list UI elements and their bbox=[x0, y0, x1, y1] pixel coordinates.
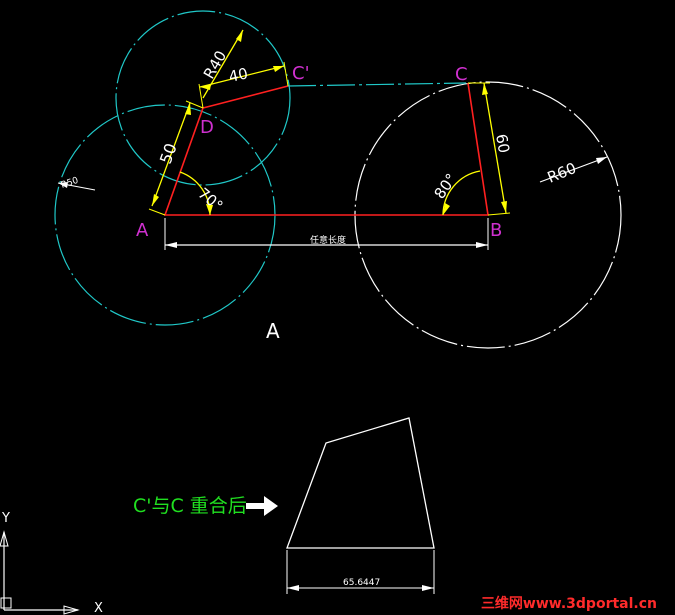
dim-arrow-60-bottom bbox=[501, 201, 507, 213]
red-outline-a-b-c bbox=[163, 82, 489, 216]
point-label-c-prime: C' bbox=[292, 63, 310, 84]
angle-arrow-70 bbox=[206, 204, 213, 215]
point-label-b: B bbox=[490, 220, 502, 241]
angle-arrow-80 bbox=[443, 203, 450, 215]
dim-ext-50-a bbox=[148, 208, 166, 216]
dim-line-60 bbox=[483, 82, 507, 214]
dim-ext-50-d bbox=[185, 100, 204, 109]
dim-label-40: 40 bbox=[227, 64, 249, 86]
point-label-a: A bbox=[136, 220, 149, 241]
dim-arrow-r50 bbox=[58, 182, 68, 188]
dim-ext-40-cprime bbox=[283, 61, 289, 87]
dim-arrow-60-top bbox=[482, 83, 488, 95]
cprime-c-alignment-line bbox=[287, 82, 467, 87]
dim-label-arbitrary-length: 任意长度 bbox=[310, 234, 346, 246]
ucs-y-arrow-icon bbox=[0, 530, 9, 547]
ucs-y-label: Y bbox=[1, 511, 10, 526]
ucs-x-label: X bbox=[94, 601, 103, 615]
point-label-c: C bbox=[455, 64, 468, 85]
result-shape bbox=[286, 417, 435, 549]
dim-line-r60 bbox=[539, 156, 608, 183]
dim-arrow-ab-left bbox=[165, 242, 177, 248]
dim-arrow-r60 bbox=[596, 157, 607, 164]
dim-label-70: 70° bbox=[194, 184, 226, 215]
dim-line-50 bbox=[151, 102, 191, 207]
dim-label-r40: R40 bbox=[200, 47, 230, 82]
dim-label-r60: R60 bbox=[545, 159, 579, 187]
circle-r40-at-d bbox=[115, 10, 291, 186]
dim-label-50: 50 bbox=[156, 141, 181, 167]
result-dim-arrow-left bbox=[287, 585, 299, 591]
dim-arrow-ab-right bbox=[476, 242, 488, 248]
ucs-x-arrow-icon bbox=[63, 605, 80, 615]
dim-label-80: 80° bbox=[431, 170, 461, 202]
point-label-d: D bbox=[200, 117, 214, 138]
dim-ext-40-d bbox=[198, 83, 204, 109]
dim-arrow-r40 bbox=[236, 30, 243, 42]
angle-arc-80 bbox=[442, 170, 481, 216]
dim-label-60: 60 bbox=[492, 133, 513, 155]
dim-arrow-50-top bbox=[185, 103, 191, 115]
dim-ext-60-b bbox=[487, 212, 511, 216]
figure-label: A bbox=[266, 319, 280, 343]
dim-arrow-50-bottom bbox=[152, 194, 159, 206]
dim-arrow-40-right bbox=[273, 66, 284, 72]
dim-line-40 bbox=[199, 65, 285, 88]
red-segment-d-cprime bbox=[202, 85, 289, 109]
dim-arrow-40-left bbox=[200, 84, 211, 90]
dim-label-r50: R50 bbox=[60, 176, 80, 191]
right-arrow-icon bbox=[246, 496, 278, 516]
ucs-origin-box-icon bbox=[0, 597, 12, 609]
result-caption: C'与C 重合后 bbox=[133, 495, 247, 517]
result-dim-arrow-right bbox=[422, 585, 434, 591]
result-dim-label: 65.6447 bbox=[343, 578, 380, 588]
watermark: 三维网www.3dportal.cn bbox=[480, 596, 657, 612]
